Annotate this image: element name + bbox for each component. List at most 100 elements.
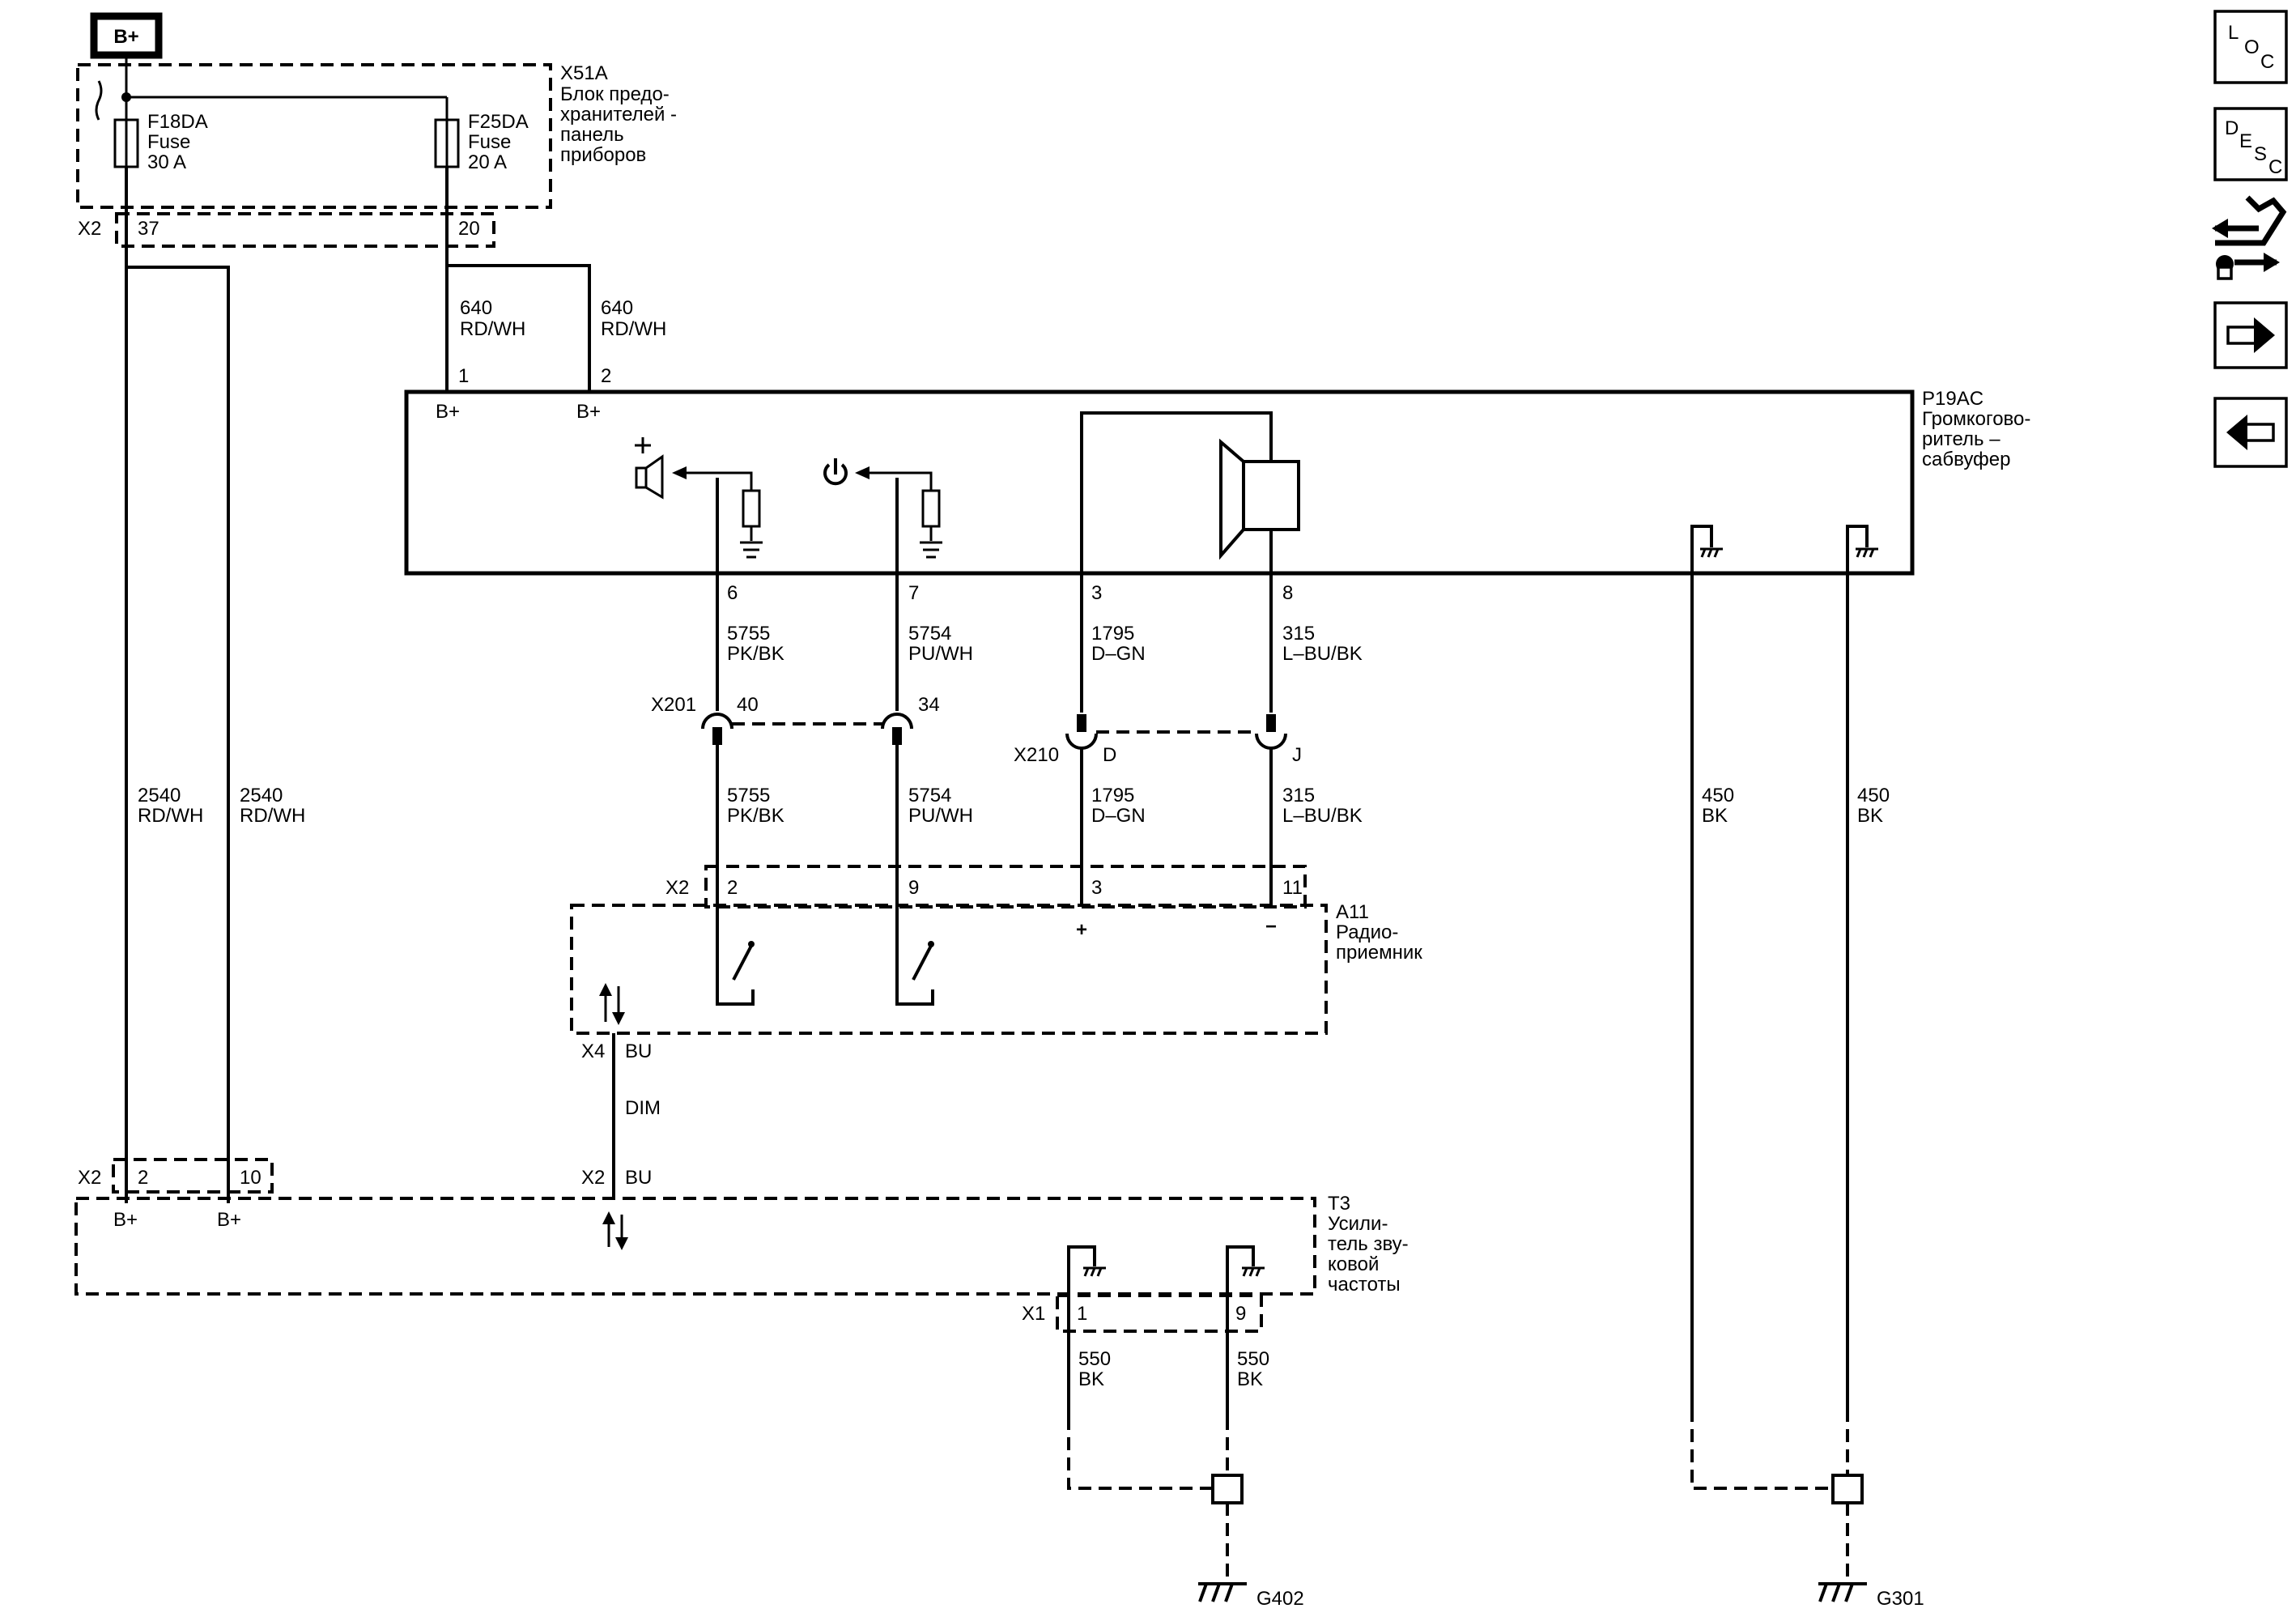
fuse-block-outline bbox=[76, 63, 552, 209]
wire-color-label: PK/BK bbox=[727, 805, 784, 827]
signal-lead bbox=[685, 471, 753, 491]
ground-g301-label: G301 bbox=[1877, 1588, 1924, 1610]
amplifier-pin-label-bplus: B+ bbox=[217, 1209, 241, 1231]
navigation-panel: L O C D E S C bbox=[2212, 10, 2288, 468]
fuse-f25da-name: F25DA bbox=[468, 111, 529, 133]
wire-circuit-label: 550 bbox=[1237, 1348, 1269, 1370]
ground-circuits: 550 BK 550 BK G402 450 BK 450 BK bbox=[1067, 573, 1924, 1610]
pulldown-resistor-icon bbox=[921, 489, 941, 528]
wire-color-label: BK bbox=[1702, 805, 1728, 827]
desc-letter: E bbox=[2239, 130, 2252, 152]
wire-2540-b bbox=[126, 266, 230, 1203]
fuse-f25da-type: Fuse bbox=[468, 131, 511, 153]
inline-connector-ref: X201 bbox=[651, 694, 696, 716]
ground-splice-dashed bbox=[1067, 1417, 1213, 1490]
wire-color-label: BK bbox=[1857, 805, 1883, 827]
amplifier-ref: T3 bbox=[1328, 1193, 1350, 1215]
wire-color-label: BK bbox=[1078, 1368, 1104, 1390]
fuse-block-x51a: B+ X51A Блок предо- хранителей - панель … bbox=[76, 12, 677, 248]
wire-circuit-label: 1795 bbox=[1091, 785, 1134, 806]
connector-socket-icon bbox=[1065, 733, 1098, 750]
fuse-block-name-line: Блок предо- bbox=[560, 83, 670, 105]
wire-circuit-label: 5755 bbox=[727, 623, 770, 645]
loc-letter: O bbox=[2244, 36, 2260, 58]
speaker-pin-6: 6 bbox=[727, 582, 738, 604]
fuse-block-pin-20: 20 bbox=[458, 218, 480, 240]
loc-button[interactable]: L O C bbox=[2213, 10, 2288, 84]
wire-color-label: RD/WH bbox=[460, 318, 525, 340]
connector-socket-icon bbox=[881, 713, 913, 730]
loc-letter: C bbox=[2260, 51, 2274, 73]
switch-contact-icon bbox=[895, 910, 934, 1006]
radio-name-line: Радио- bbox=[1336, 921, 1398, 943]
amplifier-pin-2: 2 bbox=[138, 1167, 148, 1189]
amplifier-pin-label-bplus: B+ bbox=[113, 1209, 138, 1231]
radio-pin-11: 11 bbox=[1282, 877, 1303, 899]
ground-icon bbox=[740, 541, 763, 559]
previous-page-button[interactable] bbox=[2213, 397, 2288, 468]
speaker-pin-2: 2 bbox=[601, 365, 611, 387]
wire-circuit-label: 315 bbox=[1282, 623, 1315, 645]
speaker-module-name-line: сабвуфер bbox=[1922, 449, 2011, 470]
next-page-button[interactable] bbox=[2213, 301, 2288, 369]
wire-color-label: RD/WH bbox=[138, 805, 203, 827]
amplifier-connector-label: X2 bbox=[581, 1167, 605, 1189]
wire-circuit-label: 5755 bbox=[727, 785, 770, 806]
amplifier-x1-connector bbox=[1056, 1294, 1263, 1333]
radio-pin-9: 9 bbox=[908, 877, 919, 899]
radio-ref: A11 bbox=[1336, 901, 1369, 923]
ground-g402-label: G402 bbox=[1256, 1588, 1304, 1610]
radio-a11: X2 2 9 3 11 A11 Радио- приемник + − X4 B… bbox=[570, 865, 1422, 1062]
wire-circuit-label: 450 bbox=[1702, 785, 1734, 806]
inline-connector-pin: 34 bbox=[918, 694, 940, 716]
positive-terminal-label: + bbox=[1076, 919, 1087, 941]
previous-page-arrow-icon bbox=[2226, 415, 2275, 450]
speaker-pin-label-bplus: B+ bbox=[436, 401, 460, 423]
ground-g301-icon bbox=[1818, 1582, 1867, 1602]
speaker-module-name-line: ритель – bbox=[1922, 428, 2000, 450]
radio-pin-2: 2 bbox=[727, 877, 738, 899]
amplifier-name-line: ковой bbox=[1328, 1253, 1379, 1275]
amplifier-name-line: тель зву- bbox=[1328, 1233, 1409, 1255]
wire-color-label: PK/BK bbox=[727, 643, 784, 665]
wire-color-label: D–GN bbox=[1091, 805, 1146, 827]
radio-x2-connector bbox=[704, 865, 1307, 908]
speaker-pin-label-bplus: B+ bbox=[576, 401, 601, 423]
inline-connector-pin: J bbox=[1292, 744, 1302, 766]
speaker-pin-7: 7 bbox=[908, 582, 919, 604]
fuse-block-x2-connector bbox=[115, 212, 495, 248]
speaker-module-name-line: Громкогово- bbox=[1922, 408, 2030, 430]
wire-circuit-label: 2540 bbox=[240, 785, 283, 806]
signal-arrow-icon bbox=[672, 466, 687, 479]
wire-color-label: RD/WH bbox=[601, 318, 666, 340]
internal-ground-lead bbox=[1846, 525, 1869, 573]
wire-circuit-label: 450 bbox=[1857, 785, 1890, 806]
wire-circuit-label: 2540 bbox=[138, 785, 181, 806]
connector-pin-icon bbox=[712, 727, 722, 745]
fuse-block-name-line: приборов bbox=[560, 144, 646, 166]
negative-terminal-label: − bbox=[1265, 916, 1277, 938]
wire-circuit-label: 1795 bbox=[1091, 623, 1134, 645]
speaker-signal-wires: 6 7 3 8 5755 PK/BK 5754 PU/WH 1795 D–GN … bbox=[651, 478, 1363, 910]
amplifier-connector-label: X2 bbox=[78, 1167, 101, 1189]
loc-letter: L bbox=[2228, 22, 2239, 44]
chassis-ground-icon bbox=[1242, 1266, 1265, 1277]
wire-color-label: PU/WH bbox=[908, 643, 973, 665]
radio-connector-label: X2 bbox=[665, 877, 689, 899]
amplifier-x1-pin: 1 bbox=[1077, 1303, 1087, 1325]
ground-icon bbox=[920, 541, 942, 559]
wire-circuit-label: 550 bbox=[1078, 1348, 1111, 1370]
wire-color-label: BK bbox=[1237, 1368, 1263, 1390]
desc-button[interactable]: D E S C bbox=[2213, 107, 2288, 181]
wire-color-label: RD/WH bbox=[240, 805, 305, 827]
wire-color-label: D–GN bbox=[1091, 643, 1146, 665]
ground-g402-icon bbox=[1198, 1582, 1247, 1602]
connector-end-view-icon bbox=[2212, 195, 2287, 280]
signal-arrow-icon bbox=[855, 466, 870, 479]
speaker-module-ref: P19AC bbox=[1922, 388, 1983, 410]
signal-lead bbox=[868, 471, 933, 491]
power-on-icon bbox=[823, 458, 848, 486]
internal-ground-lead bbox=[1067, 1245, 1096, 1299]
connector-end-view-button[interactable] bbox=[2212, 195, 2287, 280]
